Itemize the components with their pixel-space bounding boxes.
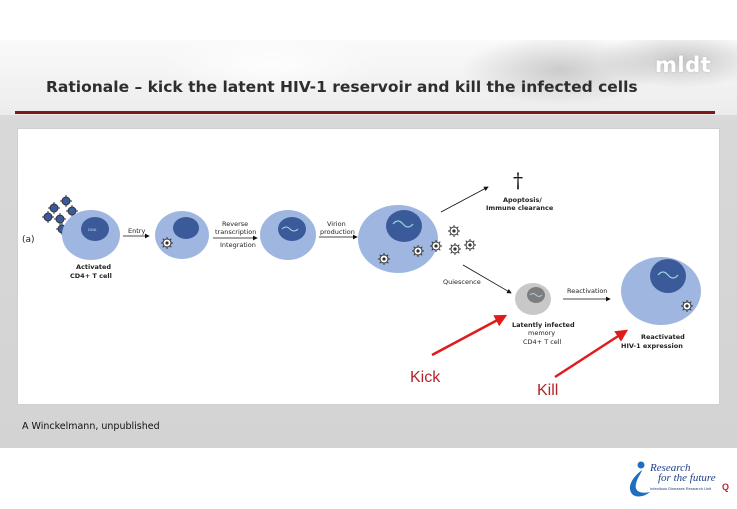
nucleus-dna-label: DNA [88,227,97,232]
title-divider [15,111,715,114]
kick-arrow [431,314,508,357]
step-entry: Entry [128,227,145,235]
slide-title: Rationale – kick the latent HIV-1 reserv… [46,78,638,96]
kill-label: Kill [537,382,559,399]
apoptosis-label-2: Immune clearance [486,204,554,212]
released-virion [447,224,461,238]
step-rt-1: Reverse [222,220,248,228]
step-rt-3: Integration [220,241,256,249]
step-virion-2: production [320,228,355,236]
cell1-label-1: Activated [76,263,111,271]
latent-label-3: CD4+ T cell [523,338,562,346]
swoosh-icon [629,461,650,497]
cell-entry [155,211,209,259]
logo-line1: Research [650,462,691,474]
logo-mark: Q [722,482,730,492]
cell-activated: DNA [62,210,120,260]
reactivated-label-1: Reactivated [641,333,685,341]
kill-arrow [554,329,629,379]
logo-line3: Infectious Diseases Research Unit [650,486,712,491]
hiv-lifecycle-diagram: (a) DNA Activated CD4+ T cell Entry [22,168,701,379]
cell-producing [358,205,443,273]
diagram-panel: (a) DNA Activated CD4+ T cell Entry [17,128,720,405]
released-virion [448,242,462,256]
cell-reactivated [621,257,701,325]
mldt-logo: mldt [655,53,712,77]
credit-text: A Winckelmann, unpublished [22,421,160,432]
cell-latent [515,283,551,315]
released-virion [463,238,477,252]
kick-label: Kick [410,369,441,386]
quiescence-label: Quiescence [443,278,481,286]
latent-label-2: memory [528,329,555,337]
cell1-label-2: CD4+ T cell [70,272,112,280]
latent-label-1: Latently infected [512,321,575,329]
panel-label: (a) [22,235,35,245]
arrow-quiescence [462,264,512,294]
logo-line2: for the future [658,472,716,484]
step-virion-1: Virion [327,220,346,228]
research-future-logo: Research for the future Infectious Disea… [622,460,732,500]
cell-integration [260,210,316,260]
cross-icon: † [513,168,523,192]
apoptosis-label-1: Apoptosis/ [503,196,542,204]
header-banner [0,40,737,115]
reactivated-label-2: HIV-1 expression [621,342,683,350]
step-rt-2: transcription [215,228,256,236]
arrow-apoptosis [440,186,489,213]
reactivation-label: Reactivation [567,287,607,295]
